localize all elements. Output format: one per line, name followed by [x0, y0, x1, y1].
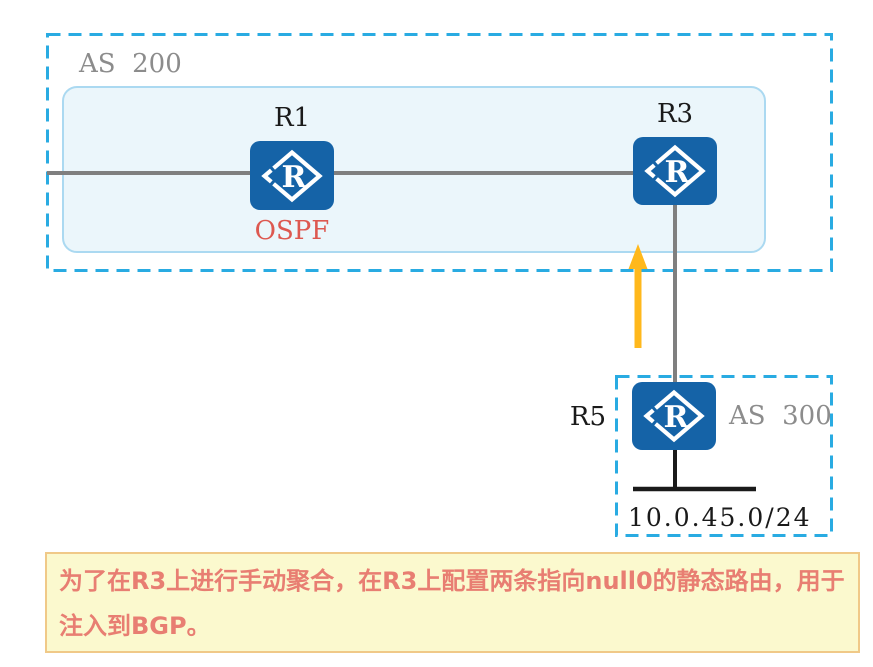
router-diamond-icon: R [643, 389, 705, 443]
note-box: 为了在R3上进行手动聚合，在R3上配置两条指向null0的静态路由，用于注入到B… [45, 552, 860, 653]
ospf-label: OSPF [254, 216, 330, 246]
router-r5-label: R5 [569, 402, 606, 432]
as200-boundary [46, 33, 833, 272]
note-text: 为了在R3上进行手动聚合，在R3上配置两条指向null0的静态路由，用于注入到B… [59, 567, 845, 640]
router-r1-label: R1 [273, 103, 311, 133]
router-diamond-icon: R [644, 144, 706, 198]
router-diamond-icon: R [261, 149, 323, 202]
as300-boundary [615, 375, 833, 537]
as200-label: AS 200 [79, 49, 182, 79]
router-letter: R [282, 160, 308, 195]
router-r3-icon: R [633, 137, 717, 205]
ospf-area [62, 86, 766, 253]
router-r5-icon: R [632, 382, 716, 450]
router-r1-icon: R [250, 141, 334, 210]
router-letter: R [665, 155, 691, 190]
up-arrow-icon [628, 244, 648, 348]
as300-label: AS 300 [729, 401, 832, 431]
router-letter: R [664, 400, 690, 435]
network-label: 10.0.45.0/24 [628, 503, 812, 532]
router-r3-label: R3 [656, 99, 694, 129]
